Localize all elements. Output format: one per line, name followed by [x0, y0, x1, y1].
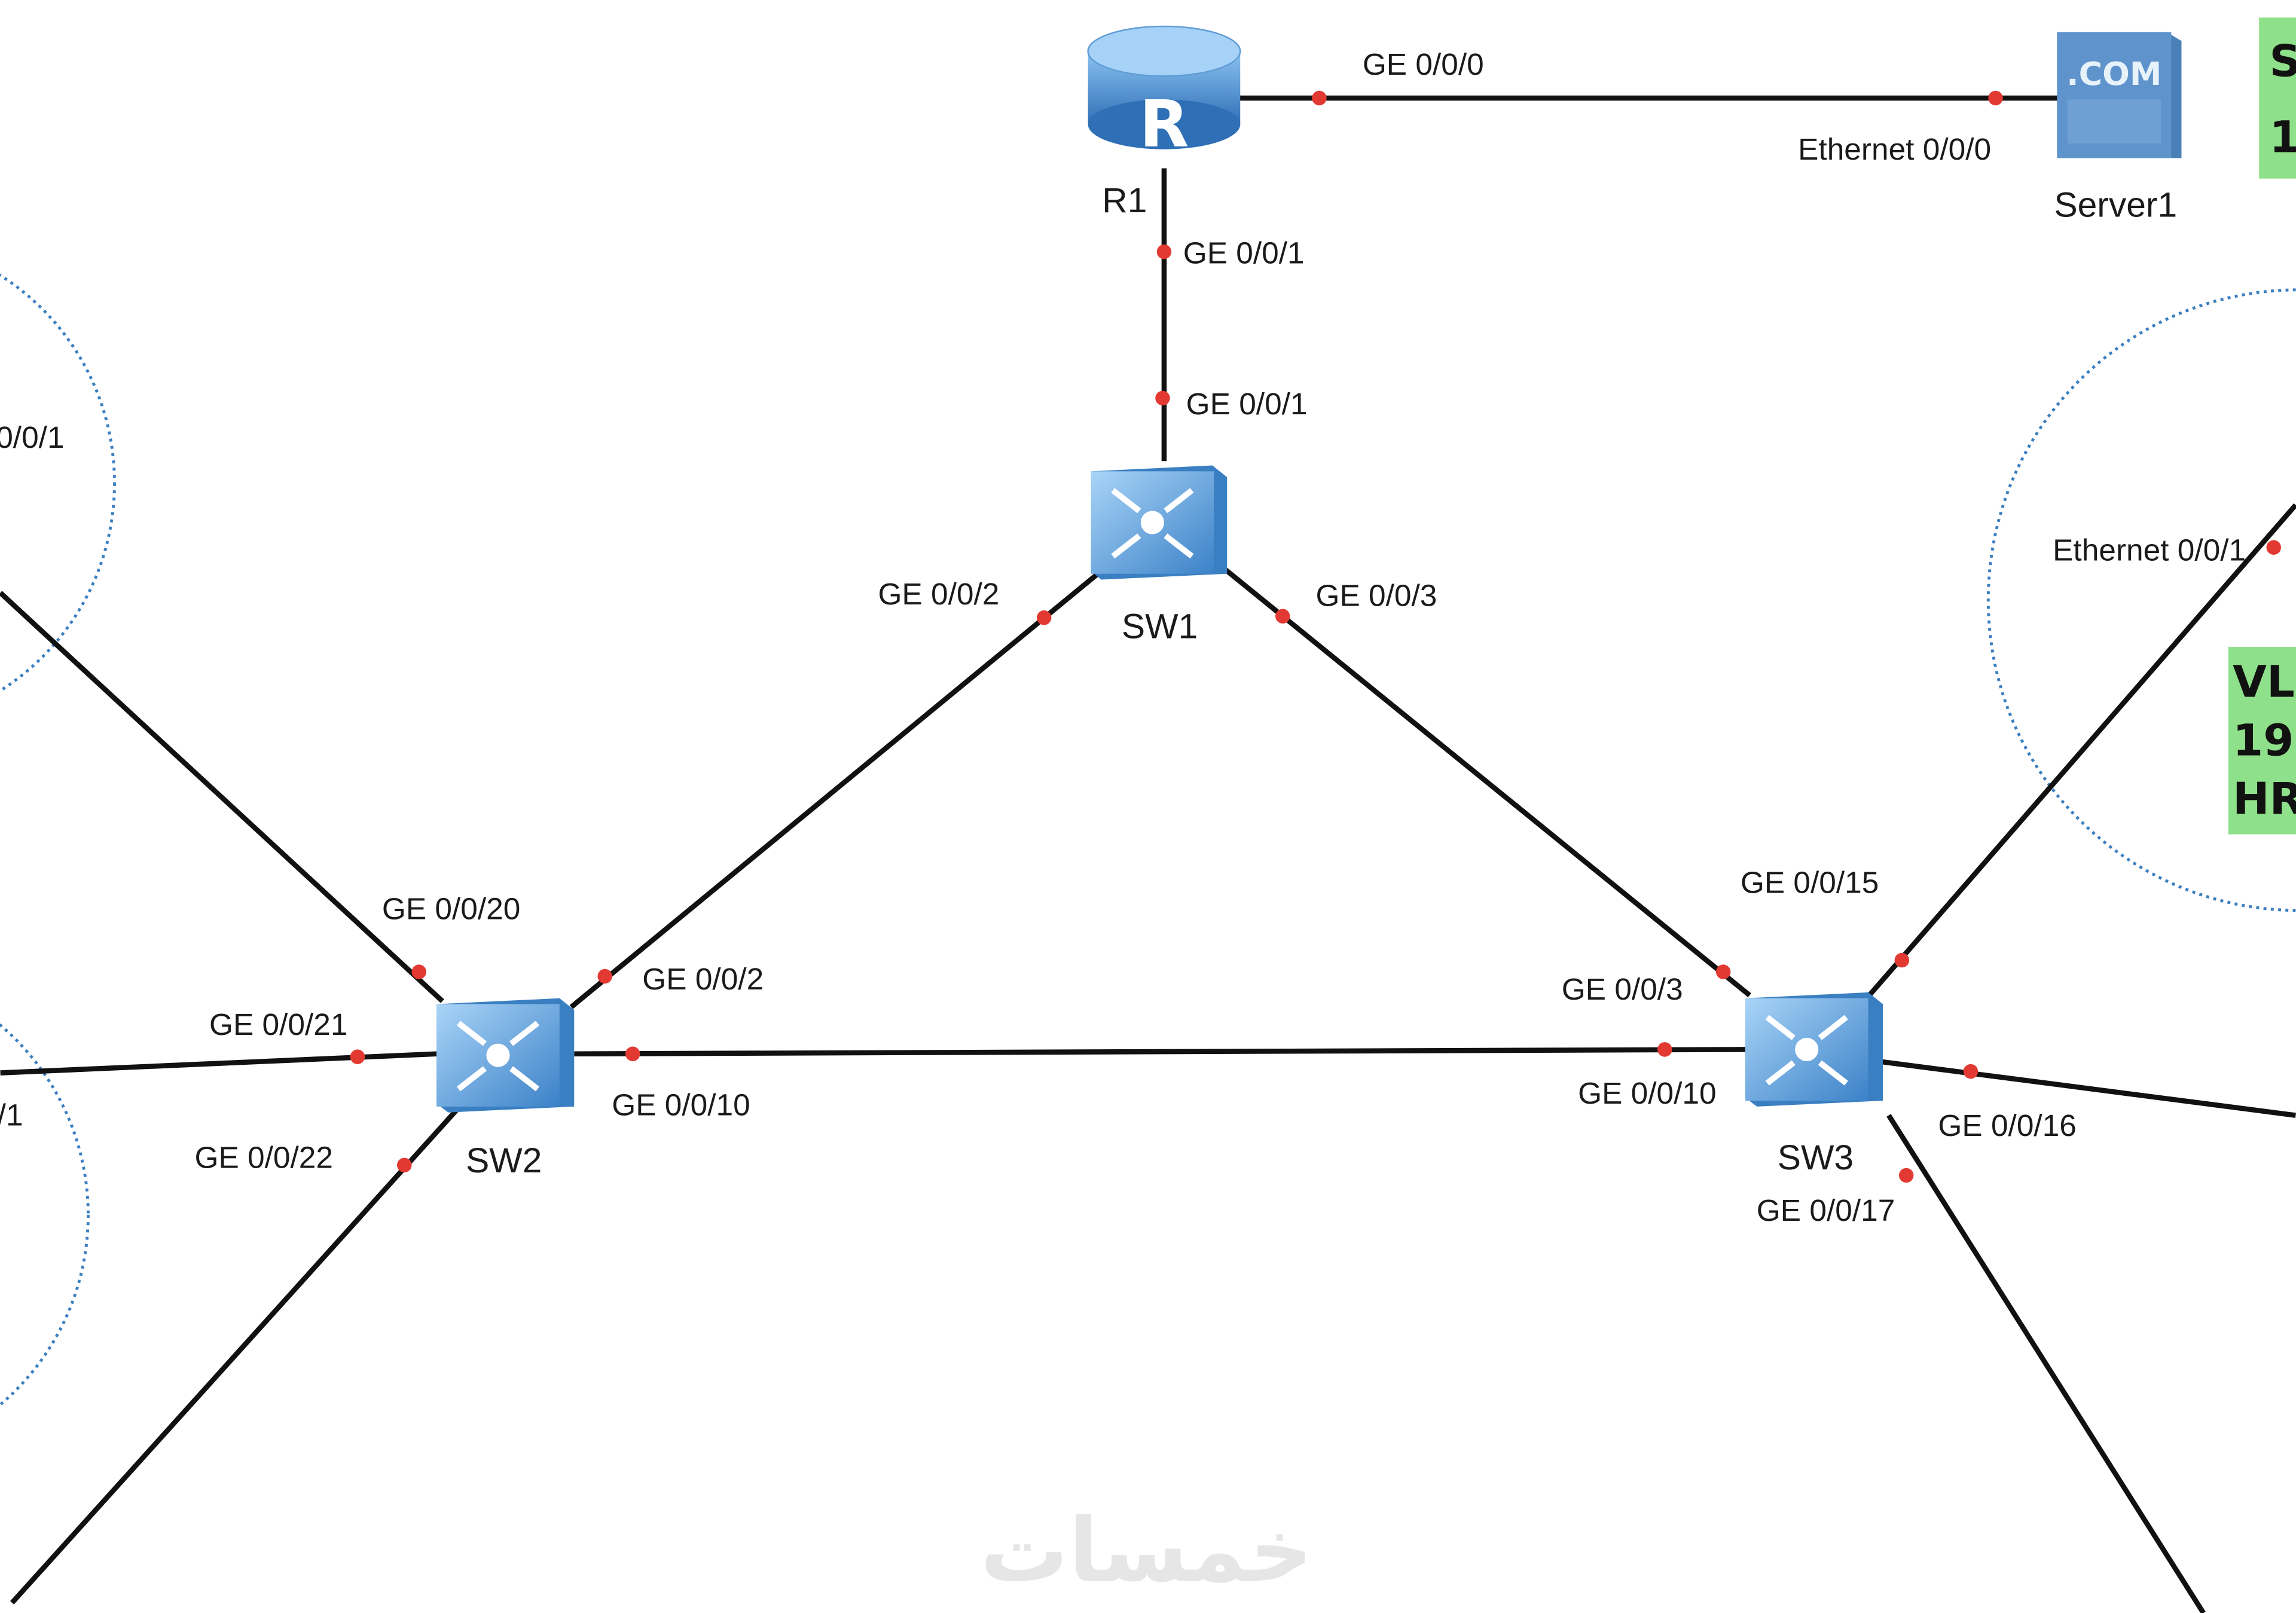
port-label: GE 0/0/22: [194, 1140, 332, 1175]
port-label: GE 0/0/1: [1186, 386, 1308, 421]
vlan-zone-left-top: [0, 273, 116, 693]
server-glyph: .COM: [2066, 55, 2161, 93]
server-icon: .COM: [2057, 32, 2182, 158]
port-dot: [1275, 609, 1290, 624]
note-line: 19: [2233, 715, 2294, 766]
switch-sw3[interactable]: SW3: [1745, 992, 1883, 1177]
vlan-zone-right: [1987, 288, 2296, 912]
port-dot: [350, 1049, 365, 1064]
server-server1[interactable]: .COM Server1: [2054, 32, 2182, 224]
port-dot: [1988, 90, 2003, 106]
port-dot: [1715, 964, 1731, 979]
link-sw3-right-mid: [1876, 1058, 2296, 1118]
l3-switch-icon: [436, 998, 575, 1113]
port-label: GE 0/0/10: [612, 1087, 750, 1122]
link-sw2-left-mid: [0, 1051, 437, 1076]
port-dot: [597, 969, 612, 984]
l3-switch-icon: [1091, 465, 1228, 580]
r1-label: R1: [1102, 181, 1147, 220]
sw2-label: SW2: [466, 1141, 542, 1180]
router-icon: R: [1087, 25, 1241, 162]
port-dot: [1657, 1042, 1672, 1057]
port-label: /1: [0, 1098, 23, 1132]
port-label: Ethernet 0/0/0: [1798, 132, 1991, 166]
port-dot: [1036, 610, 1052, 625]
port-dots: [350, 90, 2281, 1183]
note-line: 1: [2269, 112, 2296, 163]
port-dot: [397, 1157, 412, 1173]
port-dot: [1155, 390, 1170, 406]
sw3-label: SW3: [1778, 1138, 1854, 1177]
port-dot: [1156, 244, 1172, 259]
server1-label: Server1: [2054, 185, 2177, 224]
link-sw1-sw2: [569, 563, 1110, 1009]
port-dot: [411, 964, 426, 979]
vlan-zone-left-bottom: [0, 1023, 90, 1407]
port-label: Ethernet 0/0/1: [2053, 533, 2246, 567]
port-label: GE 0/0/2: [642, 961, 764, 996]
note-vlan-hr: VL 19 HR: [2228, 647, 2296, 835]
port-dot: [1312, 90, 1327, 106]
port-label: GE 0/0/16: [1938, 1108, 2076, 1142]
port-label: GE 0/0/17: [1757, 1193, 1895, 1227]
port-dot: [1894, 952, 1910, 968]
link-sw3-right-bottom: [1886, 1114, 2206, 1613]
links: [0, 95, 2296, 1613]
port-dot: [1898, 1168, 1914, 1183]
link-sw2-sw3: [574, 1047, 1745, 1057]
note-line: HR: [2233, 774, 2296, 824]
port-label: GE 0/0/2: [878, 576, 999, 611]
link-sw3-right-top: [1864, 503, 2296, 1000]
port-dot: [1963, 1064, 1979, 1079]
link-sw2-left-top: [0, 591, 444, 1003]
link-sw2-left-bottom: [10, 1107, 459, 1605]
port-dot: [625, 1046, 640, 1061]
port-label: GE 0/0/21: [209, 1007, 347, 1041]
link-sw1-sw3: [1218, 563, 1751, 998]
port-label: GE 0/0/1: [1183, 236, 1305, 270]
port-label: GE 0/0/15: [1741, 864, 1879, 899]
port-label: GE 0/0/0: [1363, 47, 1484, 81]
port-label: GE 0/0/3: [1562, 972, 1683, 1006]
note-line: S: [2269, 36, 2296, 87]
router-r1[interactable]: R R1: [1087, 25, 1241, 220]
port-label: 0/0/1: [0, 420, 65, 454]
sw1-label: SW1: [1122, 607, 1198, 646]
switch-sw2[interactable]: SW2: [436, 998, 575, 1180]
port-dot: [2266, 540, 2281, 555]
l3-switch-icon: [1745, 992, 1883, 1107]
watermark-logo: خمسات: [980, 1499, 1313, 1602]
note-top-right: S 1: [2259, 17, 2296, 179]
router-glyph: R: [1139, 87, 1189, 162]
port-label: GE 0/0/20: [382, 891, 520, 926]
port-label: GE 0/0/10: [1578, 1076, 1716, 1110]
note-line: VL: [2233, 656, 2295, 707]
port-label: GE 0/0/3: [1315, 578, 1437, 613]
port-labels: GE 0/0/0 Ethernet 0/0/0 GE 0/0/1 GE 0/0/…: [0, 47, 2246, 1227]
switch-sw1[interactable]: SW1: [1091, 465, 1228, 646]
